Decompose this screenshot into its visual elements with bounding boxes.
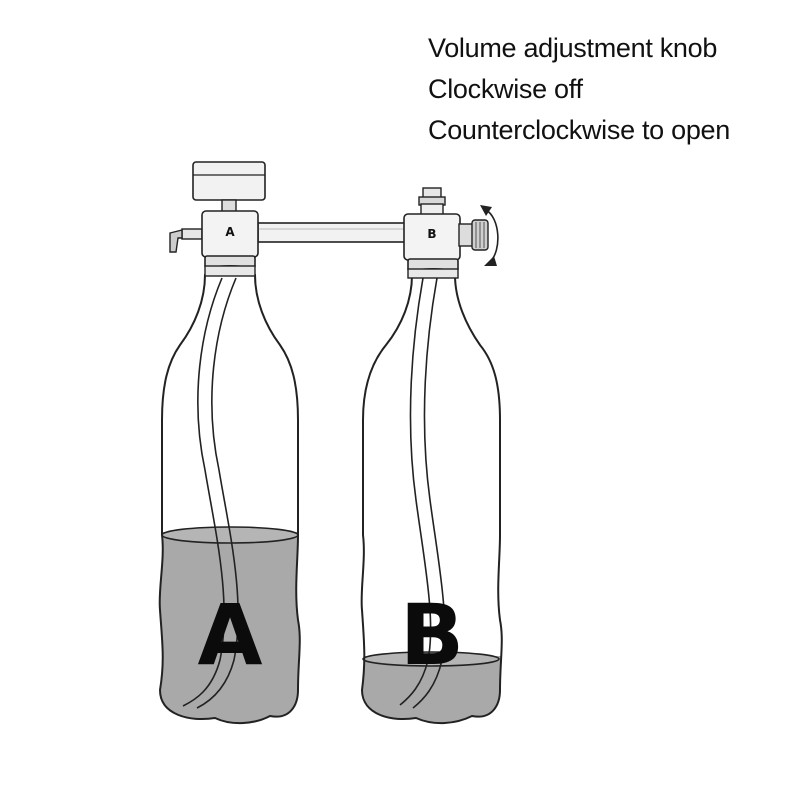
fitting-b: B (403, 187, 499, 279)
bottle-b-liquid-surface (362, 651, 500, 667)
rotation-arrow-icon (480, 205, 499, 266)
fitting-a-label: A (225, 225, 235, 239)
bottle-b-letter: B (400, 586, 464, 684)
volume-adjustment-knob (458, 219, 489, 251)
connecting-tube (257, 222, 409, 243)
fitting-a: A (169, 161, 266, 277)
bottle-a-letter: A (197, 586, 262, 684)
fitting-b-label: B (427, 227, 436, 241)
caption-line-clockwise: Clockwise off (428, 74, 583, 104)
bottle-b-tube-2 (412, 277, 446, 709)
valve-lever (169, 228, 203, 253)
bottle-b-outline (360, 274, 503, 724)
caption: Volume adjustment knob Clockwise off Cou… (428, 28, 788, 151)
caption-line-knob: Volume adjustment knob (428, 33, 718, 63)
bottle-b-liquid (361, 656, 502, 724)
bottle-a-tube-2 (196, 277, 239, 709)
bottle-a-liquid (159, 532, 300, 724)
caption-line-counterclockwise: Counterclockwise to open (428, 115, 730, 145)
fitting-b-nozzle (418, 187, 446, 217)
bottle-b-tube-1 (399, 277, 432, 706)
bottle-a: A (158, 274, 301, 724)
bottle-a-tube-1 (182, 277, 225, 707)
bottle-a-outline (158, 274, 301, 724)
pressure-gauge (192, 161, 266, 213)
bottle-b: B (360, 274, 503, 724)
